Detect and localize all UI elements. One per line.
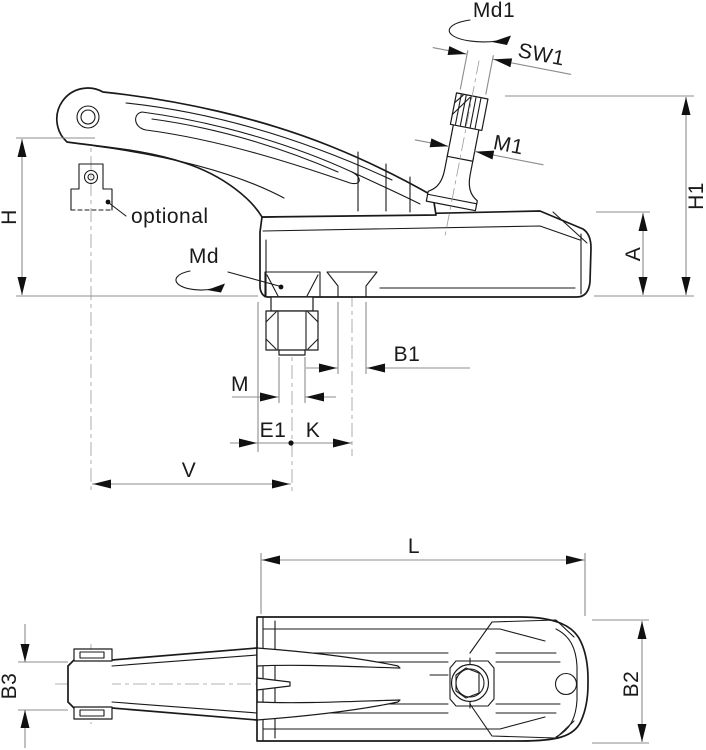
hex-nut bbox=[265, 310, 319, 351]
dim-m-label: M bbox=[231, 373, 249, 396]
end-hole bbox=[554, 672, 578, 696]
clamp-base bbox=[259, 210, 592, 298]
dim-h-label: H bbox=[0, 209, 21, 225]
dim-a-label: A bbox=[622, 247, 645, 262]
dim-a: A bbox=[596, 211, 650, 295]
optional-callout: optional bbox=[105, 199, 209, 228]
dim-md1: Md1 bbox=[448, 0, 515, 45]
dim-k-label: K bbox=[306, 419, 321, 442]
dim-h1: H1 bbox=[505, 95, 706, 297]
base-mounting-details bbox=[264, 271, 378, 356]
dim-md1-label: Md1 bbox=[473, 0, 515, 22]
stud-washer bbox=[270, 296, 314, 312]
dim-b2-label: B2 bbox=[620, 671, 643, 698]
dim-l-label: L bbox=[408, 535, 420, 558]
dim-sw1-label: SW1 bbox=[516, 39, 567, 71]
dim-h1-label: H1 bbox=[685, 182, 706, 210]
plan-handle-prongs bbox=[256, 647, 401, 721]
dim-m1-label: M1 bbox=[491, 131, 525, 159]
dim-md: Md bbox=[175, 245, 284, 293]
arm-rib-slot bbox=[135, 111, 360, 185]
hex-nut-profile bbox=[455, 667, 480, 699]
rotation-arrow-md1 bbox=[448, 19, 498, 43]
dim-b3: B3 bbox=[0, 624, 68, 748]
dim-b1-label: B1 bbox=[394, 343, 421, 366]
dim-h: H bbox=[0, 137, 258, 297]
dim-b1: B1 bbox=[306, 302, 470, 374]
dim-b2: B2 bbox=[592, 619, 649, 744]
dim-m1: M1 bbox=[414, 131, 544, 166]
clamp-arm bbox=[55, 87, 437, 218]
dim-l: L bbox=[260, 535, 586, 616]
dim-b3-label: B3 bbox=[0, 673, 21, 700]
side-view: SW1 M1 Md1 bbox=[0, 0, 706, 492]
optional-pad bbox=[70, 163, 113, 211]
pivot-hole bbox=[76, 105, 100, 129]
countersunk-hole bbox=[326, 271, 378, 298]
plan-spindle-nut bbox=[429, 657, 495, 709]
dim-e1-label: E1 bbox=[260, 419, 287, 442]
knurl-hatching bbox=[451, 94, 482, 129]
plan-view: L B3 B2 bbox=[0, 535, 649, 748]
dim-v-label: V bbox=[182, 459, 197, 482]
dim-v: V bbox=[92, 459, 291, 489]
dim-md-label: Md bbox=[189, 245, 219, 268]
dim-e1-k: E1 K bbox=[230, 302, 352, 452]
plan-handle bbox=[67, 647, 258, 721]
optional-label: optional bbox=[131, 205, 209, 228]
spindle: SW1 M1 bbox=[414, 39, 572, 238]
dim-sw1: SW1 bbox=[432, 39, 572, 95]
dim-m: M bbox=[231, 357, 336, 403]
plan-body bbox=[256, 616, 589, 742]
rotation-arrow-md bbox=[175, 270, 213, 291]
